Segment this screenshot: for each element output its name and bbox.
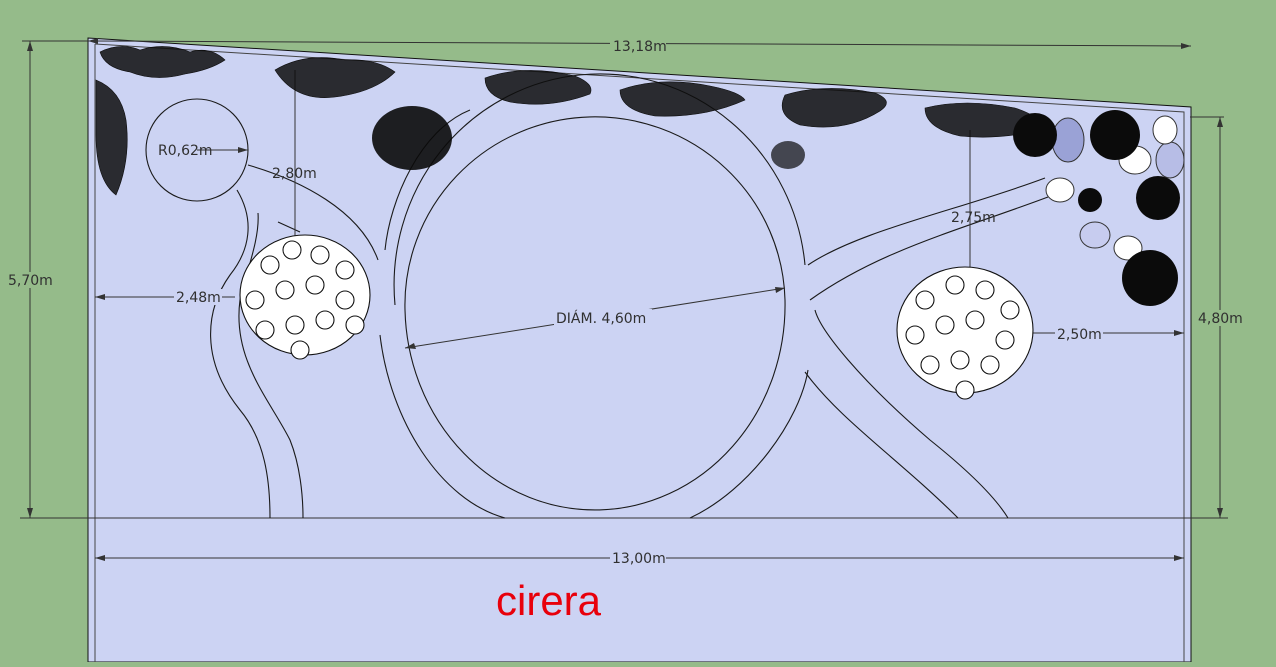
right-crossing-path	[804, 177, 1049, 519]
right-tree-distance-label: 2,50m	[1057, 327, 1102, 343]
flowering-tree-right	[896, 266, 1034, 400]
top-left-distance-label: 2,80m	[272, 166, 317, 182]
right-height-label: 4,80m	[1198, 311, 1243, 327]
circle-radius-label: R0,62m	[158, 143, 213, 159]
tree-label: cirera	[496, 577, 602, 624]
big-circle-diameter-label: DIÁM. 4,60m	[556, 310, 646, 327]
bottom-width-label: 13,00m	[612, 551, 666, 567]
left-curved-path	[210, 164, 379, 519]
plot-inner-border	[94, 43, 1185, 662]
corner-rockery	[1013, 110, 1185, 306]
top-right-distance-label: 2,75m	[951, 210, 996, 226]
hedge-top	[95, 46, 1042, 196]
left-height-label: 5,70m	[8, 273, 53, 289]
top-width-label: 13,18m	[613, 39, 667, 55]
left-path-distance-label: 2,48m	[176, 290, 221, 306]
flowering-tree-left	[239, 234, 371, 360]
shrub-dark	[372, 106, 805, 170]
